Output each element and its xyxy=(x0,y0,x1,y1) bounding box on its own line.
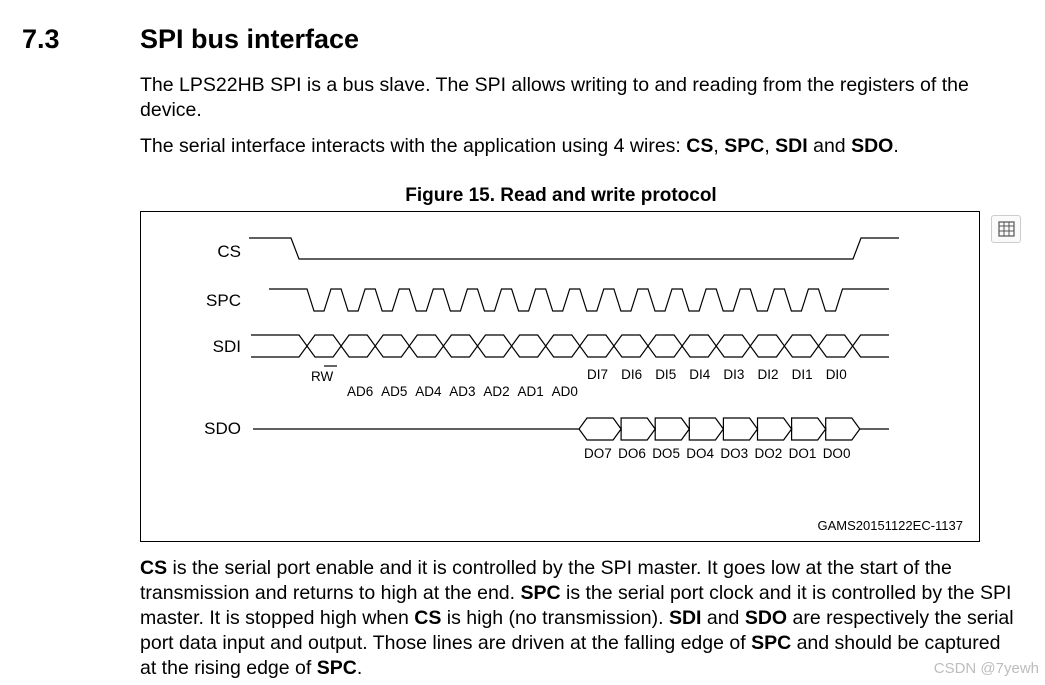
wire-cs: CS xyxy=(686,135,714,157)
sdi-bus-top xyxy=(251,334,854,348)
address-bit-label: AD6 xyxy=(347,384,373,399)
table-icon-glyph xyxy=(998,221,1015,237)
rw-label: RW xyxy=(311,369,334,384)
signal-label-cs: CS xyxy=(217,242,241,261)
intro-text: and xyxy=(807,135,852,157)
data-in-bit-label: DI7 xyxy=(587,367,608,382)
intro-text: , xyxy=(764,135,776,157)
address-bit-label: AD3 xyxy=(449,384,475,399)
wire-sdi: SDI xyxy=(775,135,808,157)
address-bit-label: AD2 xyxy=(483,384,509,399)
intro-paragraph-2: The serial interface interacts with the … xyxy=(140,134,1010,159)
figure-caption: Figure 15. Read and write protocol xyxy=(405,185,717,206)
description-text: . xyxy=(356,657,363,679)
sdi-bus-tail-top xyxy=(852,334,889,347)
watermark: CSDN @7yewh xyxy=(933,660,1039,677)
figure-id: GAMS20151122EC-1137 xyxy=(817,518,963,533)
data-in-bit-label: DI3 xyxy=(723,367,744,382)
intro-text: , xyxy=(713,135,725,157)
address-bit-label: AD4 xyxy=(415,384,442,399)
data-out-bit-label: DO5 xyxy=(652,446,680,461)
data-in-bit-label: DI5 xyxy=(655,367,676,382)
signal-label-sdo: SDO xyxy=(204,419,241,438)
sdo-bus-bottom xyxy=(578,427,861,441)
data-in-bit-label: DI1 xyxy=(792,367,813,382)
data-out-bit-label: DO4 xyxy=(686,446,714,461)
signal-label-sdi: SDI xyxy=(213,337,241,356)
term-cs: CS xyxy=(414,607,442,629)
section-number: 7.3 xyxy=(22,24,60,54)
description-text: is the serial port enable and it is cont… xyxy=(140,557,952,604)
data-out-bit-label: DO2 xyxy=(755,446,783,461)
sdi-bus-bottom xyxy=(251,344,854,358)
data-in-bit-label: DI6 xyxy=(621,367,642,382)
address-bit-label: AD1 xyxy=(518,384,544,399)
description-paragraph: CS is the serial port enable and it is c… xyxy=(140,556,1020,681)
data-in-bit-label: DI4 xyxy=(689,367,711,382)
wire-sdo: SDO xyxy=(851,135,894,157)
data-out-bit-label: DO7 xyxy=(584,446,612,461)
term-spc: SPC xyxy=(520,582,561,604)
description-text: and xyxy=(701,607,745,629)
spc-waveform xyxy=(269,288,889,312)
data-out-bit-label: DO1 xyxy=(789,446,817,461)
address-bit-label: AD5 xyxy=(381,384,407,399)
data-out-bit-label: DO3 xyxy=(720,446,748,461)
intro-paragraph-1: The LPS22HB SPI is a bus slave. The SPI … xyxy=(140,74,969,121)
term-sdo: SDO xyxy=(744,607,788,629)
sdo-bus-top xyxy=(578,417,861,431)
data-in-bit-label: DI0 xyxy=(826,367,847,382)
description-text: are respectively the serial port data in… xyxy=(140,607,1014,654)
intro-text: . xyxy=(893,135,899,157)
description-text: and should be captured at the rising edg… xyxy=(140,632,1001,679)
term-spc: SPC xyxy=(316,657,357,679)
data-out-bit-label: DO6 xyxy=(618,446,646,461)
description-text: is high (no transmission). xyxy=(441,607,669,629)
term-sdi: SDI xyxy=(668,607,702,629)
sdi-bus-tail-bottom xyxy=(852,345,889,358)
section-title: SPI bus interface xyxy=(140,24,360,54)
term-cs: CS xyxy=(140,557,168,579)
wire-spc: SPC xyxy=(724,135,765,157)
description-text: is the serial port clock and it is contr… xyxy=(140,582,1012,629)
data-in-bit-label: DI2 xyxy=(758,367,779,382)
address-bit-label: AD0 xyxy=(552,384,578,399)
signal-label-spc: SPC xyxy=(206,291,241,310)
intro-text: The serial interface interacts with the … xyxy=(140,135,687,157)
term-spc: SPC xyxy=(751,632,792,654)
data-out-bit-label: DO0 xyxy=(823,446,851,461)
timing-diagram: CS SPC SDI SDO RW AD6 AD5 AD4 AD3 AD2 AD1 AD0 DI… xyxy=(140,211,980,542)
table-icon[interactable] xyxy=(991,215,1021,243)
cs-waveform xyxy=(249,237,899,260)
